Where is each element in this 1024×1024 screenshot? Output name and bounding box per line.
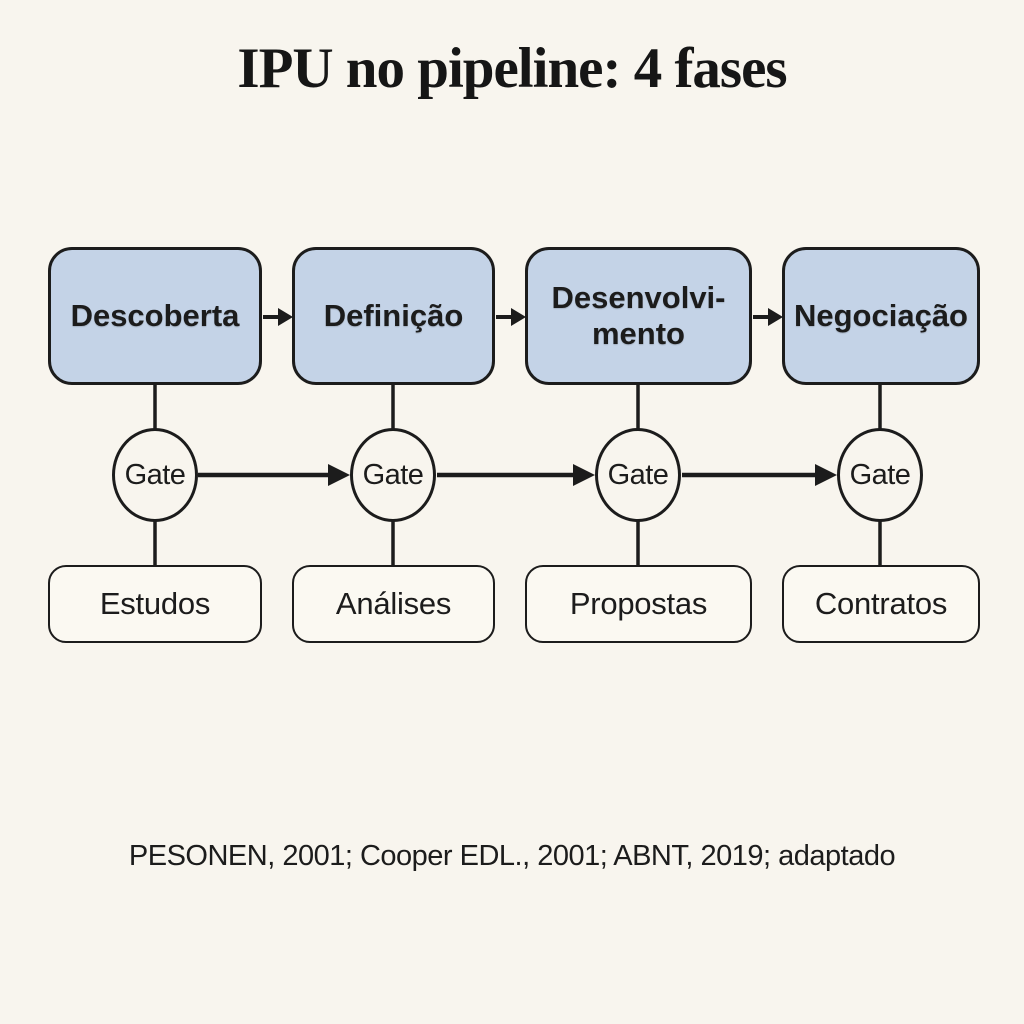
gate-circle-3: Gate <box>595 428 681 522</box>
phase-box-descoberta: Descoberta <box>48 247 262 385</box>
gate-circle-4: Gate <box>837 428 923 522</box>
arrowhead-gate3-gate4 <box>815 464 837 486</box>
diagram-title: IPU no pipeline: 4 fases <box>237 37 787 100</box>
gate-circle-1: Gate <box>112 428 198 522</box>
arrowhead-phase2-phase3 <box>511 308 526 326</box>
output-box-propostas: Propostas <box>525 565 752 643</box>
phase-box-desenvolvimento: Desenvolvi- mento <box>525 247 752 385</box>
arrowhead-phase1-phase2 <box>278 308 293 326</box>
output-box-contratos: Contratos <box>782 565 980 643</box>
arrowhead-gate1-gate2 <box>328 464 350 486</box>
output-box-analises: Análises <box>292 565 495 643</box>
phase-box-negociacao: Negociação <box>782 247 980 385</box>
gate-circle-2: Gate <box>350 428 436 522</box>
output-box-estudos: Estudos <box>48 565 262 643</box>
arrowhead-phase3-phase4 <box>768 308 783 326</box>
phase-box-definicao: Definição <box>292 247 495 385</box>
arrowhead-gate2-gate3 <box>573 464 595 486</box>
citation-text: PESONEN, 2001; Cooper EDL., 2001; ABNT, … <box>128 840 896 872</box>
